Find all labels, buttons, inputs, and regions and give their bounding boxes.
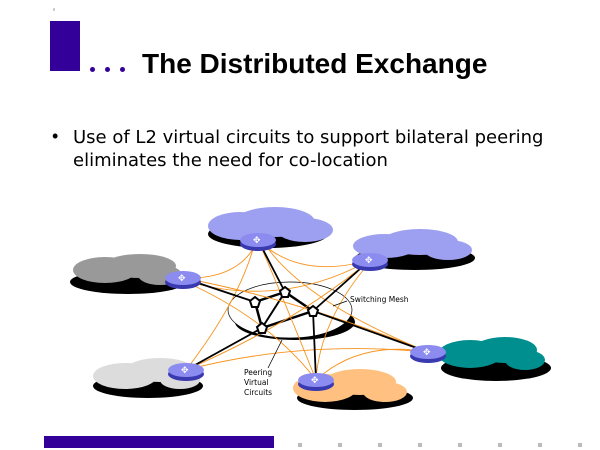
peering-label-1: Peering [244,368,272,377]
svg-text:✥: ✥ [423,347,431,357]
router-icons: ✥ ✥ ✥ ✥ ✥ ✥ [165,233,446,391]
footer-dot [538,443,542,447]
cloud-left [70,254,186,294]
label-pointer [267,339,283,369]
svg-text:✥: ✥ [181,365,189,375]
mesh-nodes [248,285,320,334]
title-accent-bar [50,21,80,71]
cloud-right-teal [438,337,551,381]
svg-text:✥: ✥ [178,273,186,283]
svg-text:✥: ✥ [253,235,261,245]
bullet-marker: • [52,126,59,146]
footer-dot [418,443,422,447]
footer-dot [458,443,462,447]
title-dot [120,67,125,72]
footer-dot [378,443,382,447]
title-dot [90,67,95,72]
svg-text:✥: ✥ [365,255,373,265]
footer-dot [298,443,302,447]
footer-dot [498,443,502,447]
bullet-text: Use of L2 virtual circuits to support bi… [73,127,544,171]
peering-label-3: Circuits [244,388,272,397]
footer-dot [338,443,342,447]
marker-dot [53,8,55,11]
footer-bar [44,436,274,448]
label-pointer [332,300,348,307]
footer-dot [578,443,582,447]
peering-label-2: Virtual [244,378,269,387]
svg-text:✥: ✥ [311,375,319,385]
slide-title: The Distributed Exchange [142,48,488,79]
title-dot [105,67,110,72]
cloud-top [208,207,333,248]
switching-mesh-label: Switching Mesh [350,295,409,304]
